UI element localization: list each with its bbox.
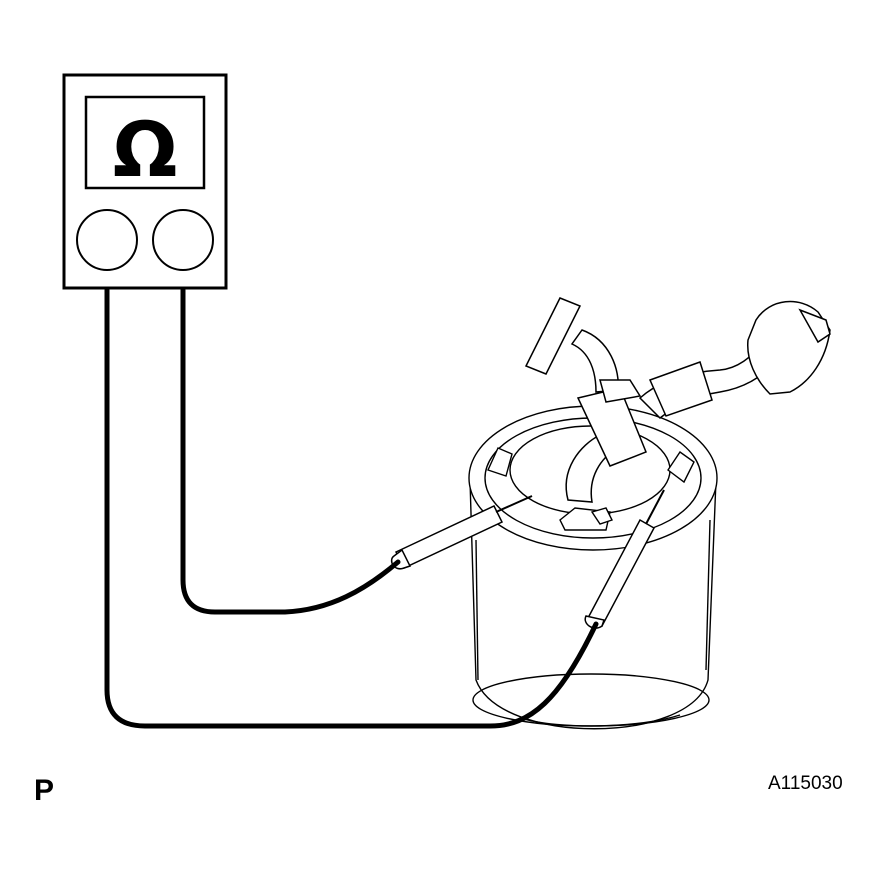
ohmmeter-display xyxy=(84,95,206,190)
harness-plug-face xyxy=(798,308,831,344)
probe-left-tip xyxy=(495,495,533,513)
test-leads xyxy=(104,287,599,729)
connector-tab xyxy=(599,379,642,403)
pump-side-tab xyxy=(590,507,613,525)
probe-right-tip xyxy=(645,489,665,525)
test-lead-right xyxy=(180,287,401,615)
ohmmeter-terminal-right xyxy=(152,209,214,271)
ohm-symbol: Ω xyxy=(113,105,178,194)
pump-seam-left xyxy=(475,539,479,681)
pump-bottom-line xyxy=(519,714,681,727)
flat-connector xyxy=(524,297,582,375)
harness-plug xyxy=(747,300,831,395)
pump-top-ridge-right xyxy=(667,451,695,484)
test-lead-left xyxy=(104,287,599,729)
figure-id-label: A115030 xyxy=(768,773,843,794)
pump-top-ridge-left xyxy=(487,447,513,477)
pump-seam-right xyxy=(705,519,711,671)
ohmmeter-terminal-left xyxy=(76,209,138,271)
pump-top-fittings xyxy=(524,297,831,503)
harness-sleeve xyxy=(648,361,713,417)
ohmmeter xyxy=(62,73,228,290)
view-label: P xyxy=(34,774,55,807)
pump-body xyxy=(469,479,717,730)
